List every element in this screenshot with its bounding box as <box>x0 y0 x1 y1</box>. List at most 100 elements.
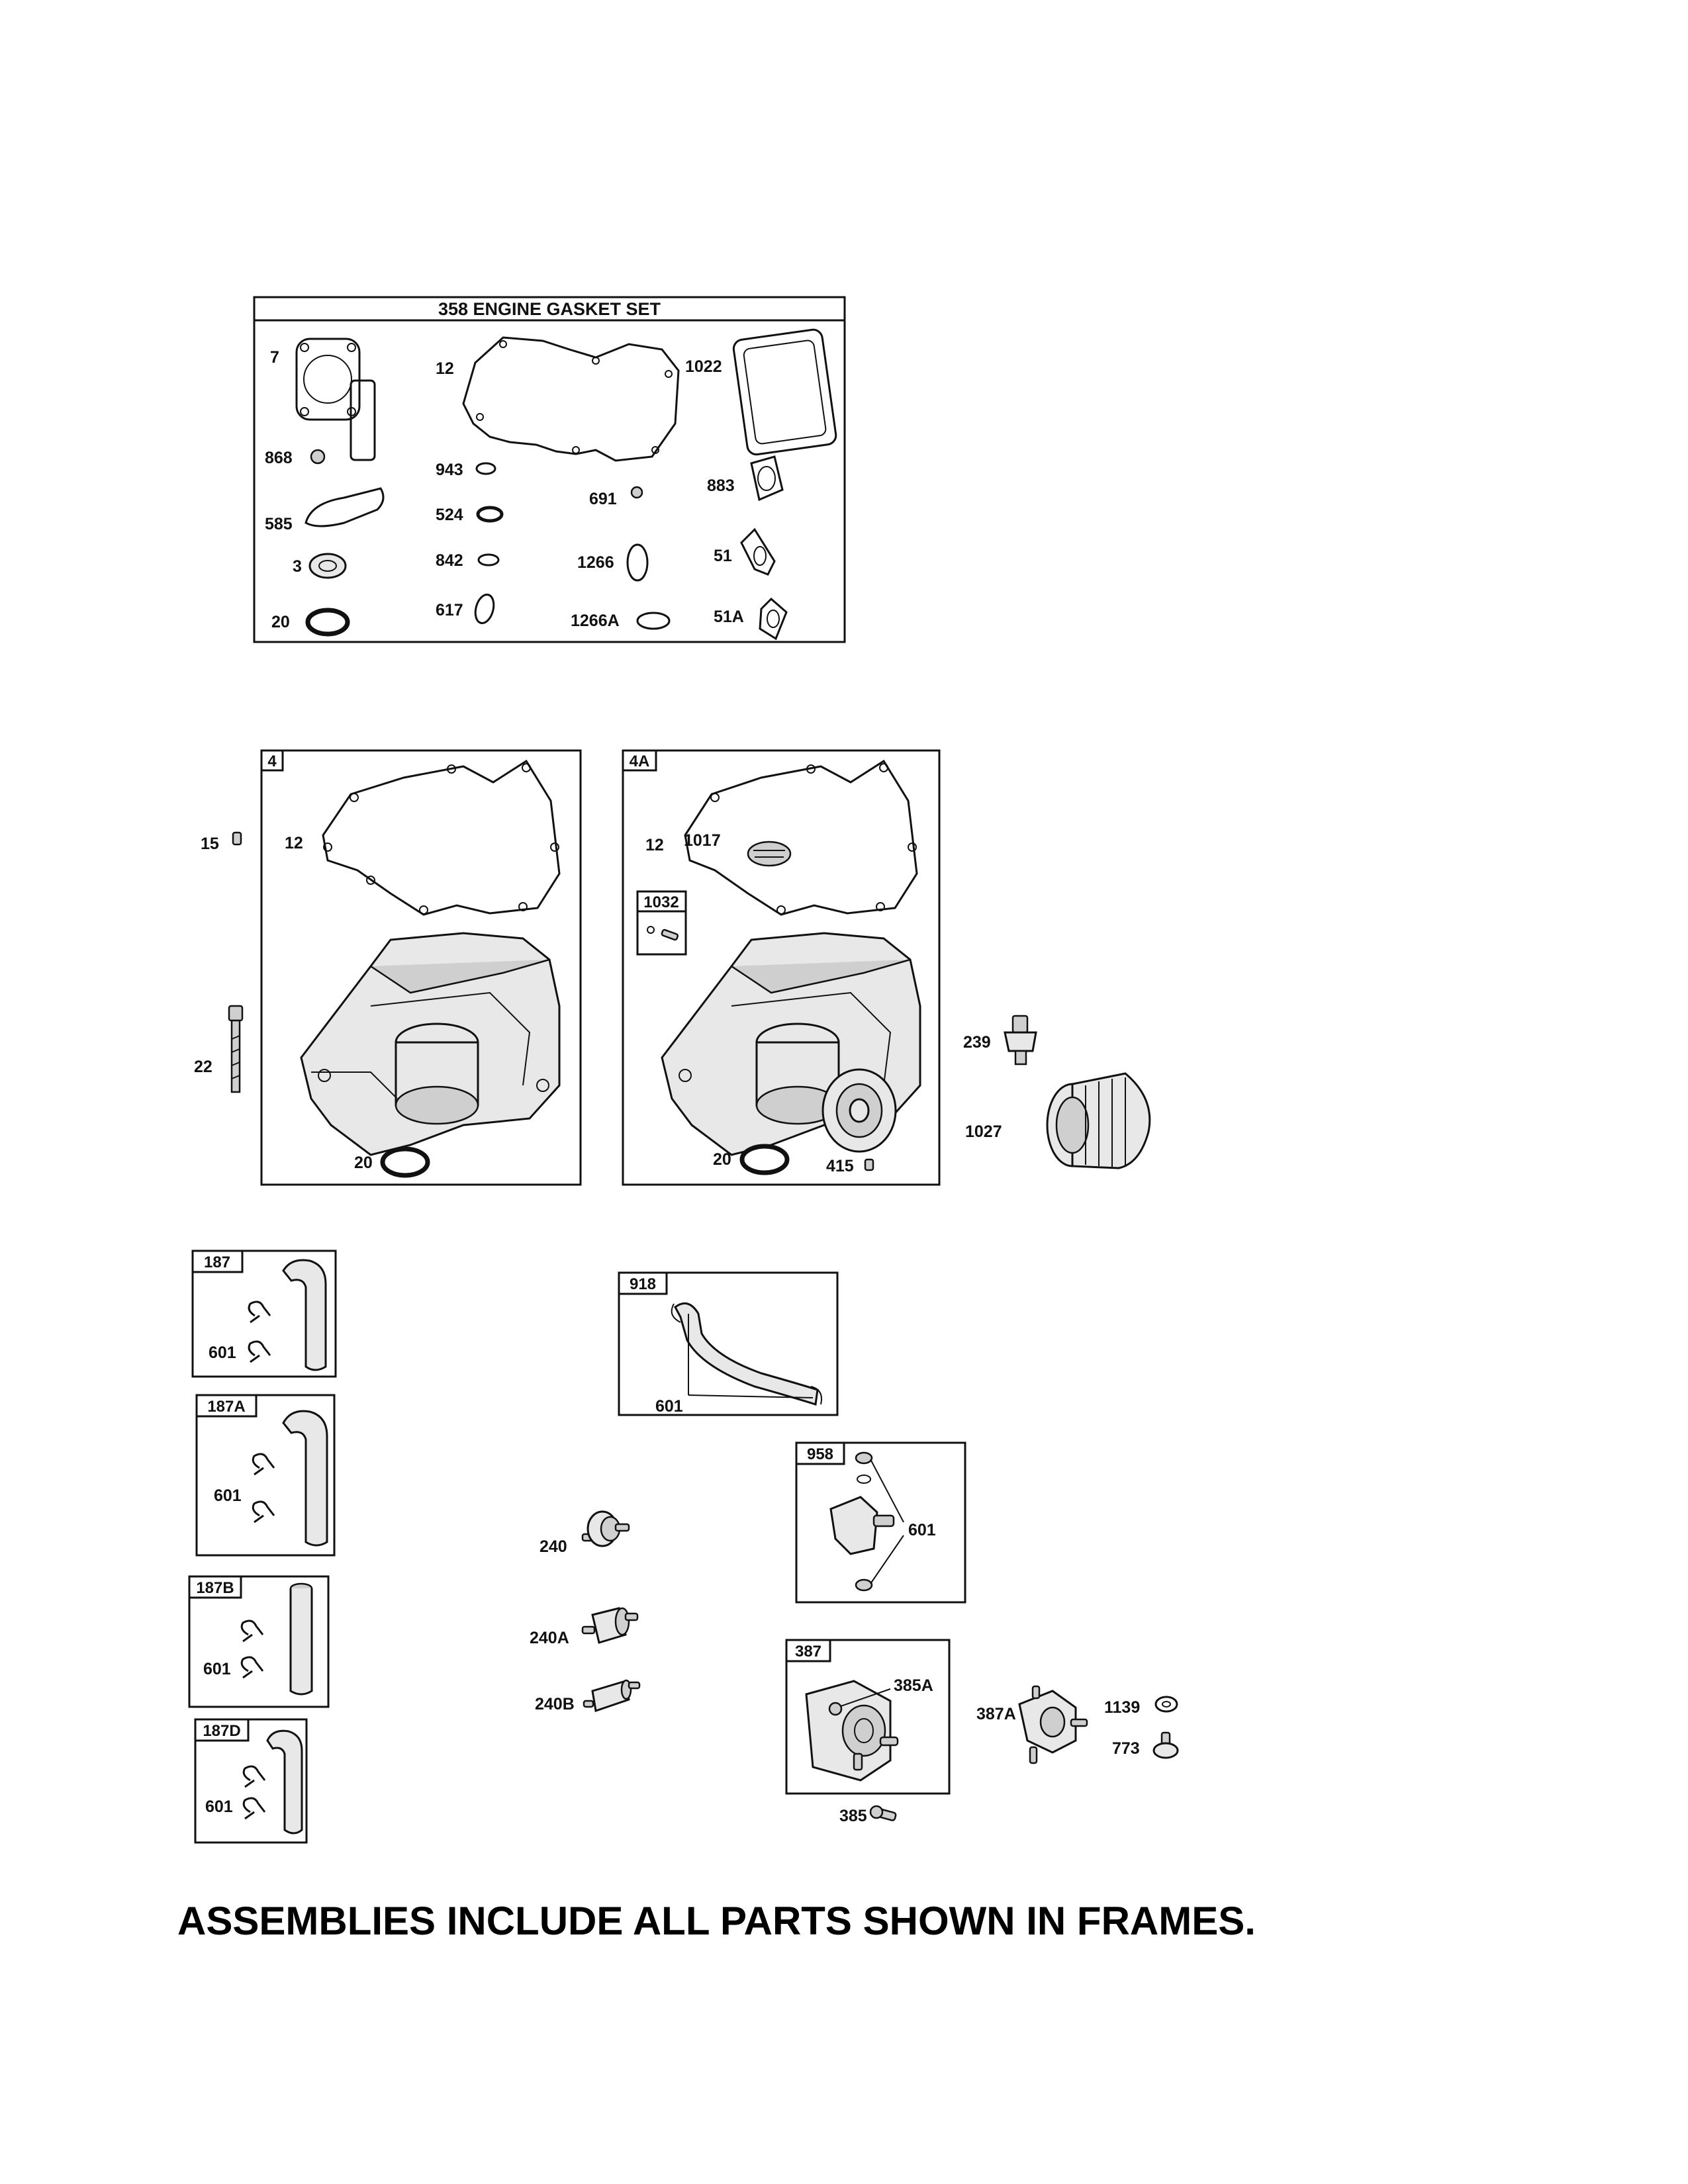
subframe-1032-tag: 1032 <box>643 893 679 911</box>
oring-524-drawing <box>476 506 504 523</box>
frame-387-tag-box <box>785 1639 831 1662</box>
frame-187-tag-box <box>191 1250 244 1273</box>
label-1266: 1266 <box>577 553 614 572</box>
frame-4-label-12: 12 <box>285 834 303 852</box>
oring-20-frame-4-drawing <box>380 1146 430 1178</box>
washer-1139-drawing <box>1154 1696 1178 1713</box>
frame-958: 958 601 <box>795 1441 966 1604</box>
frame-958-border <box>795 1441 966 1604</box>
oring-1266a-drawing <box>636 612 671 630</box>
frame-4a-label-20: 20 <box>713 1150 731 1169</box>
fuel-pump-387a-drawing <box>1018 1685 1088 1764</box>
frame-187-border <box>191 1250 337 1378</box>
frame-958-tag: 958 <box>807 1445 833 1463</box>
frame-187a-label-601: 601 <box>214 1486 242 1505</box>
label-868: 868 <box>265 449 293 467</box>
frame-187a: 187A 601 <box>195 1394 336 1557</box>
seal-868-drawing <box>310 449 326 465</box>
frame-918-tag: 918 <box>630 1275 656 1293</box>
oring-842-drawing <box>477 553 500 567</box>
label-51a: 51A <box>714 608 744 626</box>
frame-4a-tag: 4A <box>630 752 650 770</box>
label-943: 943 <box>436 461 463 479</box>
frame-187a-tag: 187A <box>207 1398 245 1416</box>
frame-4a: 4A 1032 <box>622 749 941 1186</box>
frame-387-label-385a: 385A <box>894 1676 933 1695</box>
frame-187b-tag-box <box>188 1575 242 1599</box>
label-22: 22 <box>194 1058 212 1076</box>
frame-187: 187 601 <box>191 1250 337 1378</box>
label-524: 524 <box>436 506 463 524</box>
screw-385-drawing <box>869 1805 897 1821</box>
gasket-set-border <box>253 296 846 643</box>
oil-seal-3-drawing <box>308 553 347 579</box>
label-15: 15 <box>201 835 219 853</box>
label-20-gasket-set: 20 <box>271 613 290 631</box>
frame-4a-label-415: 415 <box>826 1157 854 1175</box>
oil-pressure-switch-239-drawing <box>1004 1015 1037 1066</box>
crankcase-gasket-4a-drawing <box>684 759 918 916</box>
frame-918: 918 601 <box>618 1271 839 1416</box>
intake-gasket-585-drawing <box>305 487 385 527</box>
frame-958-label-601: 601 <box>908 1521 936 1539</box>
frame-918-label-601: 601 <box>655 1397 683 1416</box>
frame-187b: 187B 601 <box>188 1575 330 1708</box>
frame-187b-tag: 187B <box>196 1579 234 1597</box>
oring-20-frame-4a-drawing <box>739 1144 790 1175</box>
gasket-set-title: 358 ENGINE GASKET SET <box>438 299 661 319</box>
frame-187d-label-601: 601 <box>205 1797 233 1816</box>
oring-943-drawing <box>475 462 496 475</box>
frame-187d: 187D 601 <box>194 1718 308 1844</box>
gasket-883-drawing <box>750 455 784 502</box>
crankcase-gasket-drawing <box>462 336 680 462</box>
label-842: 842 <box>436 551 463 570</box>
frame-4a-label-1017: 1017 <box>684 831 721 850</box>
frame-4-tag: 4 <box>267 752 277 770</box>
label-1139: 1139 <box>1104 1698 1140 1717</box>
gasket-51-drawing <box>740 527 776 576</box>
label-7: 7 <box>270 348 279 367</box>
fitting-773-drawing <box>1152 1731 1179 1759</box>
label-240a: 240A <box>530 1629 569 1647</box>
frame-958-tag-box <box>795 1441 845 1465</box>
assemblies-footer-note: ASSEMBLIES INCLUDE ALL PARTS SHOWN IN FR… <box>177 1899 1256 1943</box>
oring-617-drawing <box>474 593 495 625</box>
fuel-filter-240b-drawing <box>583 1679 641 1712</box>
label-617: 617 <box>436 601 463 619</box>
frame-187b-border <box>188 1575 330 1708</box>
label-240b: 240B <box>535 1695 575 1713</box>
frame-387-tag: 387 <box>795 1643 821 1661</box>
frame-187d-tag-box <box>194 1718 250 1742</box>
frame-4-tag-box <box>260 749 284 772</box>
frame-187-label-601: 601 <box>209 1343 236 1362</box>
sump-4-drawing <box>300 932 561 1156</box>
subframe-1032: 1032 <box>636 890 687 956</box>
oring-20-drawing <box>305 608 350 637</box>
frame-387-border <box>785 1639 951 1795</box>
label-1266a: 1266A <box>571 612 620 630</box>
gasket-51a-drawing <box>759 597 788 641</box>
bolt-22-drawing <box>228 1005 244 1093</box>
label-1022: 1022 <box>685 357 722 376</box>
oil-filter-adapter-drawing <box>821 1068 897 1153</box>
frame-4a-border <box>622 749 941 1186</box>
frame-4-border <box>260 749 582 1186</box>
frame-4a-label-12: 12 <box>645 836 664 854</box>
frame-918-tag-box <box>618 1271 668 1295</box>
label-585: 585 <box>265 515 293 533</box>
frame-4-label-20: 20 <box>354 1154 373 1172</box>
frame-187-tag: 187 <box>204 1253 230 1271</box>
frame-187a-tag-box <box>195 1394 258 1418</box>
oil-filter-1027-drawing <box>1046 1072 1151 1169</box>
frame-387: 387 385A <box>785 1639 951 1795</box>
label-3: 3 <box>293 557 302 576</box>
governor-gear-1017-drawing <box>747 841 792 867</box>
fuel-filter-240-drawing <box>581 1510 630 1547</box>
oring-1266-drawing <box>626 543 649 582</box>
label-691: 691 <box>589 490 617 508</box>
bolt-15-drawing <box>232 831 242 846</box>
frame-187d-tag: 187D <box>203 1722 240 1740</box>
subframe-1032-tag-box <box>636 890 687 913</box>
gasket-set-frame: 358 ENGINE GASKET SET <box>253 296 846 643</box>
